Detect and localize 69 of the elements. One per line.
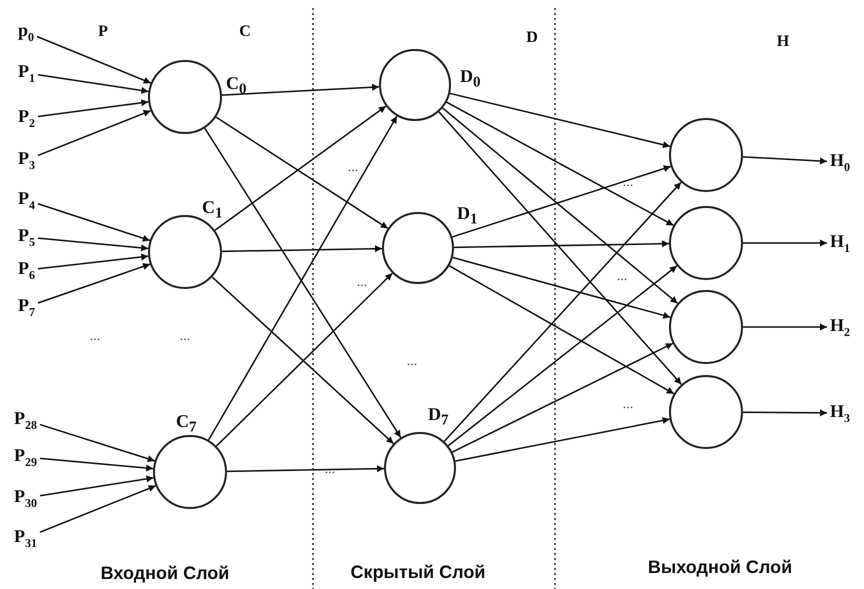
- arrow: [454, 240, 670, 248]
- arrow: [438, 111, 682, 385]
- arrow: [38, 74, 149, 94]
- column-header: H: [776, 34, 790, 50]
- ellipsis: ...: [348, 161, 358, 175]
- node-label: p$_{0}$: [18, 21, 34, 43]
- arrow: [226, 465, 384, 472]
- arrow: [743, 324, 827, 330]
- node-label: P$_{28}$: [14, 409, 37, 431]
- arrow: [455, 417, 670, 462]
- column-header: C: [239, 24, 251, 40]
- node-label: P$_{29}$: [14, 446, 37, 468]
- layer-title: Скрытый Слой: [350, 563, 486, 581]
- arrow: [38, 110, 151, 156]
- layer-title: Входной Слой: [100, 564, 230, 582]
- arrow: [36, 36, 152, 84]
- node-label: P$_{4}$: [18, 189, 35, 211]
- arrow: [452, 342, 674, 453]
- arrow: [38, 203, 150, 242]
- arrow: [40, 458, 154, 472]
- arrow: [448, 265, 678, 446]
- neuron-label: D$_{7}$: [428, 405, 448, 429]
- arrow: [742, 156, 828, 164]
- arrow: [452, 165, 672, 238]
- ellipsis: ...: [90, 330, 100, 344]
- arrow: [743, 240, 827, 246]
- arrow: [442, 107, 678, 304]
- arrow: [38, 99, 148, 118]
- layer-title: Выходной Слой: [648, 558, 792, 576]
- arrow: [40, 485, 156, 533]
- node-label: H$_{2}$: [830, 316, 850, 338]
- ellipsis: ...: [324, 463, 336, 477]
- ellipsis: ...: [622, 176, 634, 190]
- neuron-label: C$_{7}$: [176, 412, 196, 436]
- arrow: [38, 263, 150, 304]
- node-label: P$_{7}$: [18, 296, 35, 318]
- arrow: [743, 409, 827, 416]
- ellipsis: ...: [406, 355, 418, 369]
- node-label: P$_{3}$: [18, 149, 35, 171]
- arrow: [452, 256, 671, 319]
- neuron-label: C$_{0}$: [226, 74, 246, 98]
- arrow: [40, 475, 154, 496]
- node-label: P$_{31}$: [14, 527, 37, 549]
- node-label: H$_{3}$: [830, 402, 850, 424]
- column-header: D: [526, 30, 538, 46]
- node-label: P$_{5}$: [18, 226, 35, 248]
- arrow: [222, 245, 382, 252]
- node-label: P$_{30}$: [14, 487, 37, 509]
- arrow: [38, 253, 148, 270]
- neuron-label: C$_{1}$: [202, 198, 222, 222]
- arrow: [444, 182, 682, 442]
- ellipsis: ...: [356, 276, 368, 290]
- column-header: P: [98, 24, 108, 40]
- node-label: H$_{0}$: [830, 151, 850, 173]
- node-label: P$_{6}$: [18, 259, 35, 281]
- arrow: [448, 265, 674, 394]
- neuron-label: D$_{0}$: [460, 67, 480, 91]
- node-label: P$_{1}$: [18, 62, 35, 84]
- arrow: [222, 84, 380, 96]
- neuron-label: D$_{1}$: [457, 204, 478, 228]
- arrow: [446, 102, 674, 226]
- node-label: P$_{2}$: [18, 107, 35, 129]
- ellipsis: ...: [622, 398, 634, 412]
- ellipsis: ...: [180, 330, 190, 344]
- arrow: [450, 92, 670, 148]
- arrow: [38, 237, 148, 252]
- arrow: [40, 424, 155, 462]
- ellipsis: ...: [616, 270, 628, 284]
- node-label: H$_{1}$: [830, 232, 850, 254]
